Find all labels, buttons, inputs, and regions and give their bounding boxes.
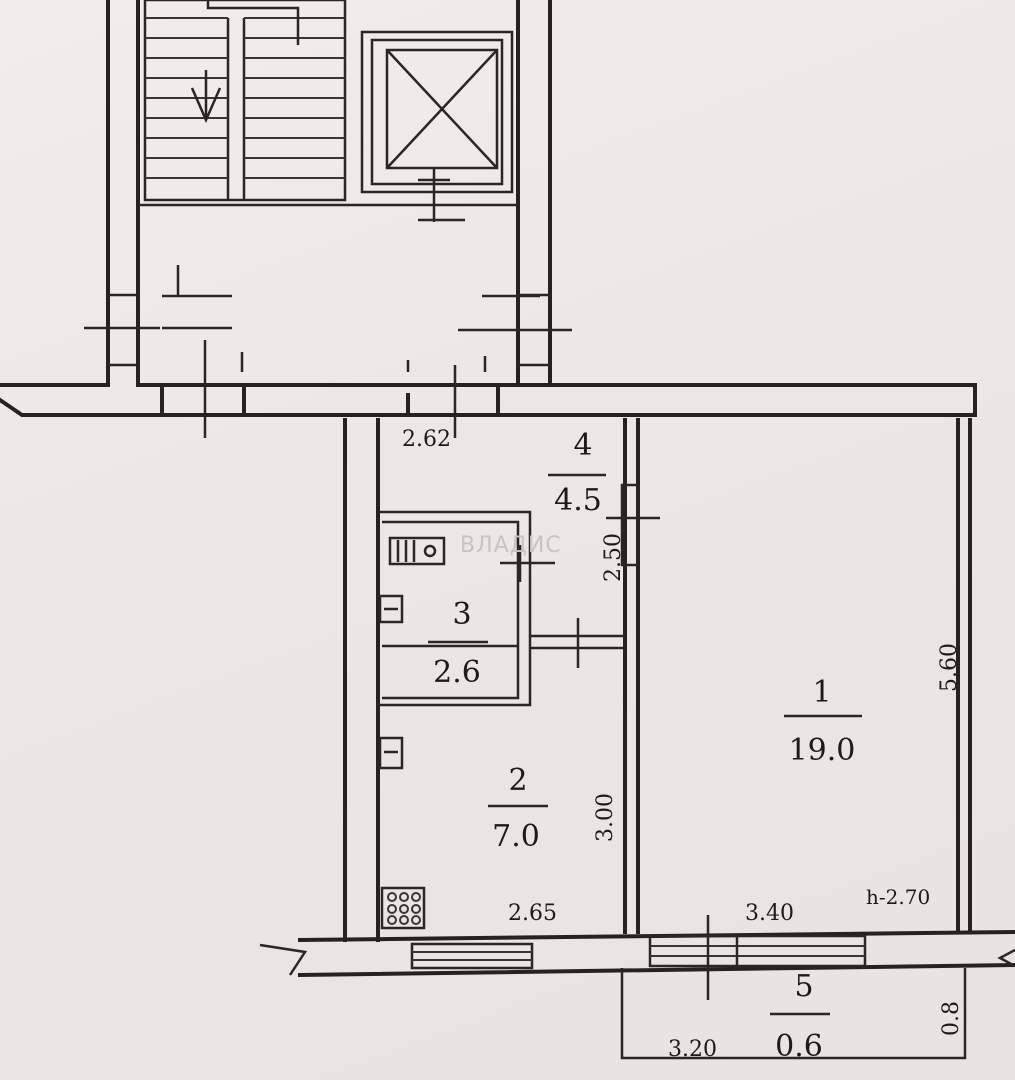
elevator-shaft bbox=[360, 30, 514, 222]
room-4-label: 4 4.5 bbox=[548, 428, 606, 518]
room-2-label: 2 7.0 bbox=[488, 763, 548, 854]
balcony bbox=[620, 968, 967, 1060]
room-1-area: 19.0 bbox=[789, 733, 856, 768]
room-4-number: 4 bbox=[573, 428, 592, 463]
dim-balcony-length: 3.20 bbox=[668, 1037, 717, 1062]
room-3-number: 3 bbox=[452, 597, 471, 632]
landing-doors bbox=[84, 265, 572, 438]
exterior-wall-bottom bbox=[259, 929, 1015, 978]
room-4-area: 4.5 bbox=[554, 483, 602, 518]
apartment-walls bbox=[0, 383, 977, 942]
room-1-label: 1 19.0 bbox=[784, 675, 862, 768]
staircase-steps bbox=[143, 0, 347, 202]
dim-corridor-length: 2.50 bbox=[601, 533, 626, 582]
window-room bbox=[648, 915, 867, 1000]
watermark: ВЛАДИС bbox=[460, 533, 562, 558]
toilet-icon bbox=[378, 594, 404, 624]
room-5-label: 5 0.6 bbox=[770, 969, 830, 1064]
room-3-label: 3 2.6 bbox=[428, 597, 488, 690]
window-kitchen bbox=[410, 942, 534, 970]
dim-room-width: 3.40 bbox=[745, 901, 794, 926]
washbasin-icon bbox=[388, 536, 446, 566]
room-2-number: 2 bbox=[508, 763, 527, 798]
door-room-1 bbox=[606, 483, 660, 567]
dim-corridor-width: 2.62 bbox=[402, 427, 451, 452]
stove-icon bbox=[380, 886, 426, 930]
dim-kitchen-width: 2.65 bbox=[508, 901, 557, 926]
dim-room-length: 5.60 bbox=[937, 643, 962, 692]
dim-kitchen-length: 3.00 bbox=[593, 793, 618, 842]
dim-balcony-depth: 0.8 bbox=[939, 1001, 964, 1036]
bathroom bbox=[378, 510, 625, 707]
room-1-number: 1 bbox=[812, 675, 831, 710]
room-5-number: 5 bbox=[794, 969, 813, 1004]
room-2-area: 7.0 bbox=[492, 819, 540, 854]
ceiling-height: h-2.70 bbox=[866, 885, 930, 909]
room-5-area: 0.6 bbox=[775, 1029, 823, 1064]
kitchen-sink-icon bbox=[378, 736, 404, 770]
room-3-area: 2.6 bbox=[433, 655, 481, 690]
stairwell-block bbox=[0, 0, 552, 387]
